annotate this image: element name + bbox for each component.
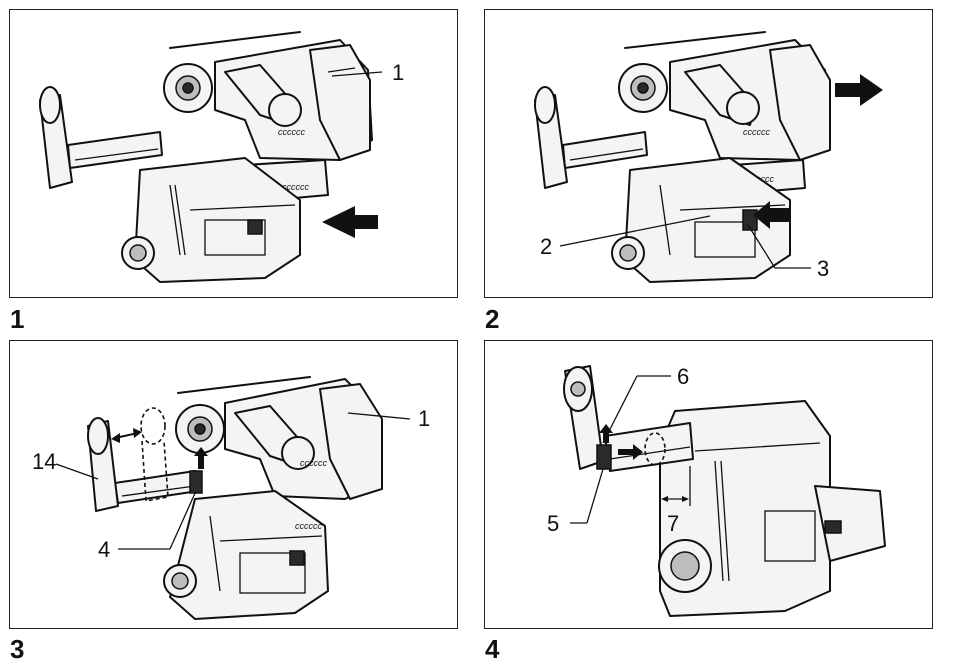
lever-up-arrow	[599, 424, 613, 443]
figure-4-illustration: 6 5 7	[547, 364, 886, 617]
figure-3-callout-14: 14	[32, 449, 56, 474]
figure-3-number: 3	[10, 634, 25, 664]
side-grip-icon	[224, 64, 302, 127]
nozzle-tube-icon	[39, 86, 163, 189]
figure-4-callout-6: 6	[677, 364, 689, 389]
tube-ghost-outline	[644, 432, 666, 466]
svg-text:cccccc: cccccc	[300, 458, 328, 468]
figure-3-panel: cccccc cccccc	[9, 340, 458, 629]
chuck-icon	[175, 404, 225, 454]
nozzle-tube-icon	[563, 365, 694, 472]
figure-2-callout-2: 2	[540, 234, 552, 259]
side-grip-icon	[684, 64, 760, 126]
dust-extractor-icon	[658, 400, 886, 617]
svg-text:cccccc: cccccc	[282, 182, 310, 192]
chuck-icon	[163, 63, 213, 113]
side-grip-icon	[234, 405, 315, 470]
dust-extractor-icon	[611, 157, 791, 283]
figure-4-callout-7: 7	[667, 511, 679, 536]
nozzle-tube-icon	[87, 417, 203, 512]
press-button-arrow	[753, 201, 790, 229]
figure-1-panel: cccccc cccccc 1	[9, 9, 458, 298]
chuck-icon	[618, 63, 668, 113]
figure-3-callout-4: 4	[98, 537, 110, 562]
insert-direction-arrow	[322, 206, 378, 238]
nozzle-tube-icon	[534, 86, 648, 189]
nozzle-ghost-outline	[140, 407, 169, 502]
figure-1-illustration: cccccc cccccc 1	[39, 31, 404, 283]
figure-2-number: 2	[485, 304, 500, 334]
figure-4-panel: 6 5 7	[484, 340, 933, 629]
svg-text:cccccc: cccccc	[743, 127, 771, 137]
lever-up-arrow	[194, 447, 208, 469]
figure-1-callout-1: 1	[392, 60, 404, 85]
svg-text:cccccc: cccccc	[278, 127, 306, 137]
dust-extractor-icon	[121, 157, 301, 283]
svg-text:cccccc: cccccc	[295, 521, 323, 531]
figure-3-callout-1: 1	[418, 406, 430, 431]
slide-right-arrow	[618, 444, 643, 460]
figure-4-number: 4	[485, 634, 500, 664]
figure-2-callout-3: 3	[817, 256, 829, 281]
pull-direction-arrow	[835, 74, 883, 106]
figure-2-panel: cccccc cccccc 2 3	[484, 9, 933, 298]
figure-1-number: 1	[10, 304, 25, 334]
length-dimension-mark	[659, 466, 691, 506]
dust-extractor-icon: cccccc	[163, 490, 329, 620]
figure-3-illustration: cccccc cccccc	[32, 376, 430, 620]
figure-2-illustration: cccccc cccccc 2 3	[534, 31, 883, 283]
figure-4-callout-5: 5	[547, 511, 559, 536]
